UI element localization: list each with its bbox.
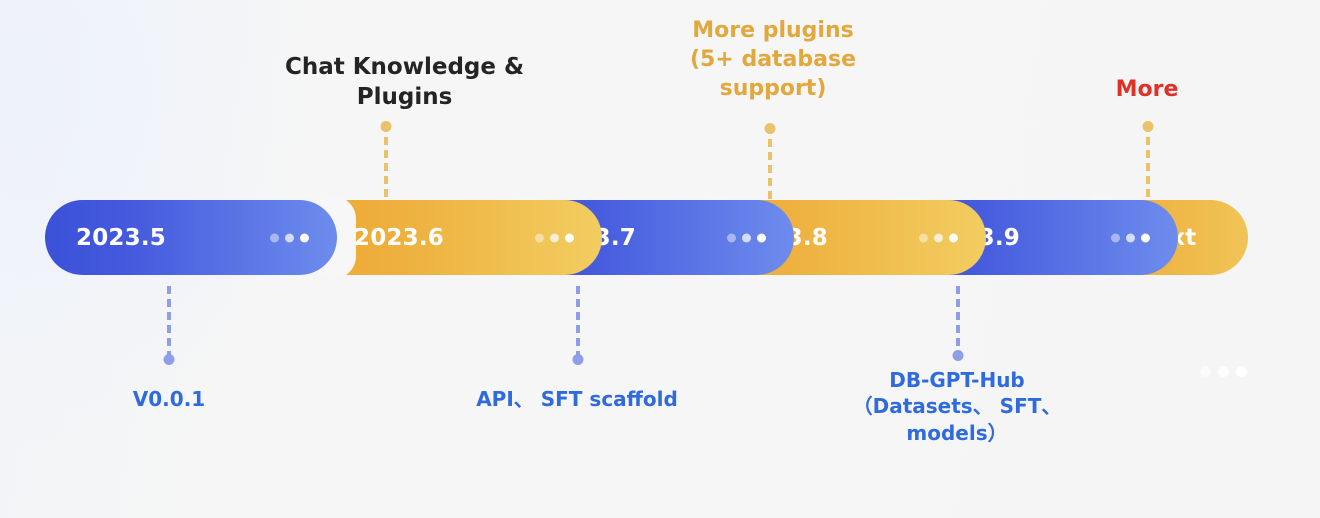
connector-line — [384, 124, 388, 202]
callout-api-sft-scaffold: API、 SFT scaffold — [476, 387, 678, 411]
segment-dots — [1111, 233, 1150, 242]
connector-dot — [163, 354, 175, 365]
connector-line — [1146, 124, 1150, 202]
timeline-segment-2023-5[interactable]: 2023.5 — [45, 200, 337, 275]
segment-dots — [535, 233, 574, 242]
callout-chat-knowledge-plugins: Chat Knowledge & Plugins — [284, 54, 525, 111]
callout-v001: V0.0.1 — [132, 387, 206, 411]
connector-next-up — [1142, 121, 1154, 202]
connector-2023-5-down — [163, 286, 175, 365]
callout-more: More — [1115, 77, 1179, 102]
connector-dot — [1142, 121, 1154, 132]
callout-more-plugins: More plugins (5+ database support) — [689, 18, 857, 102]
connector-2023-7-down — [572, 286, 584, 365]
connector-2023-8-up — [764, 123, 776, 202]
segment-dots — [919, 233, 958, 242]
timeline-bar: 2023.5 2023.6 2023.7 2023.8 — [45, 196, 1248, 279]
trailing-dots-decoration — [1200, 366, 1247, 377]
segment-label: 2023.5 — [76, 224, 166, 251]
connector-dot — [952, 350, 964, 361]
segment-dots — [727, 233, 766, 242]
timeline-segment-2023-6[interactable]: 2023.6 — [310, 200, 602, 275]
connector-dot — [764, 123, 776, 134]
segment-label: 2023.6 — [354, 224, 444, 251]
connector-2023-9-down — [952, 286, 964, 361]
connector-dot — [572, 354, 584, 365]
connector-line — [956, 286, 960, 356]
connector-2023-6-up — [380, 121, 392, 202]
connector-line — [768, 126, 772, 202]
segment-dots — [270, 233, 309, 242]
connector-line — [167, 286, 171, 360]
callout-db-gpt-hub: DB-GPT-Hub （Datasets、 SFT、 models） — [852, 368, 1062, 445]
connector-dot — [380, 121, 392, 132]
connector-line — [576, 286, 580, 360]
